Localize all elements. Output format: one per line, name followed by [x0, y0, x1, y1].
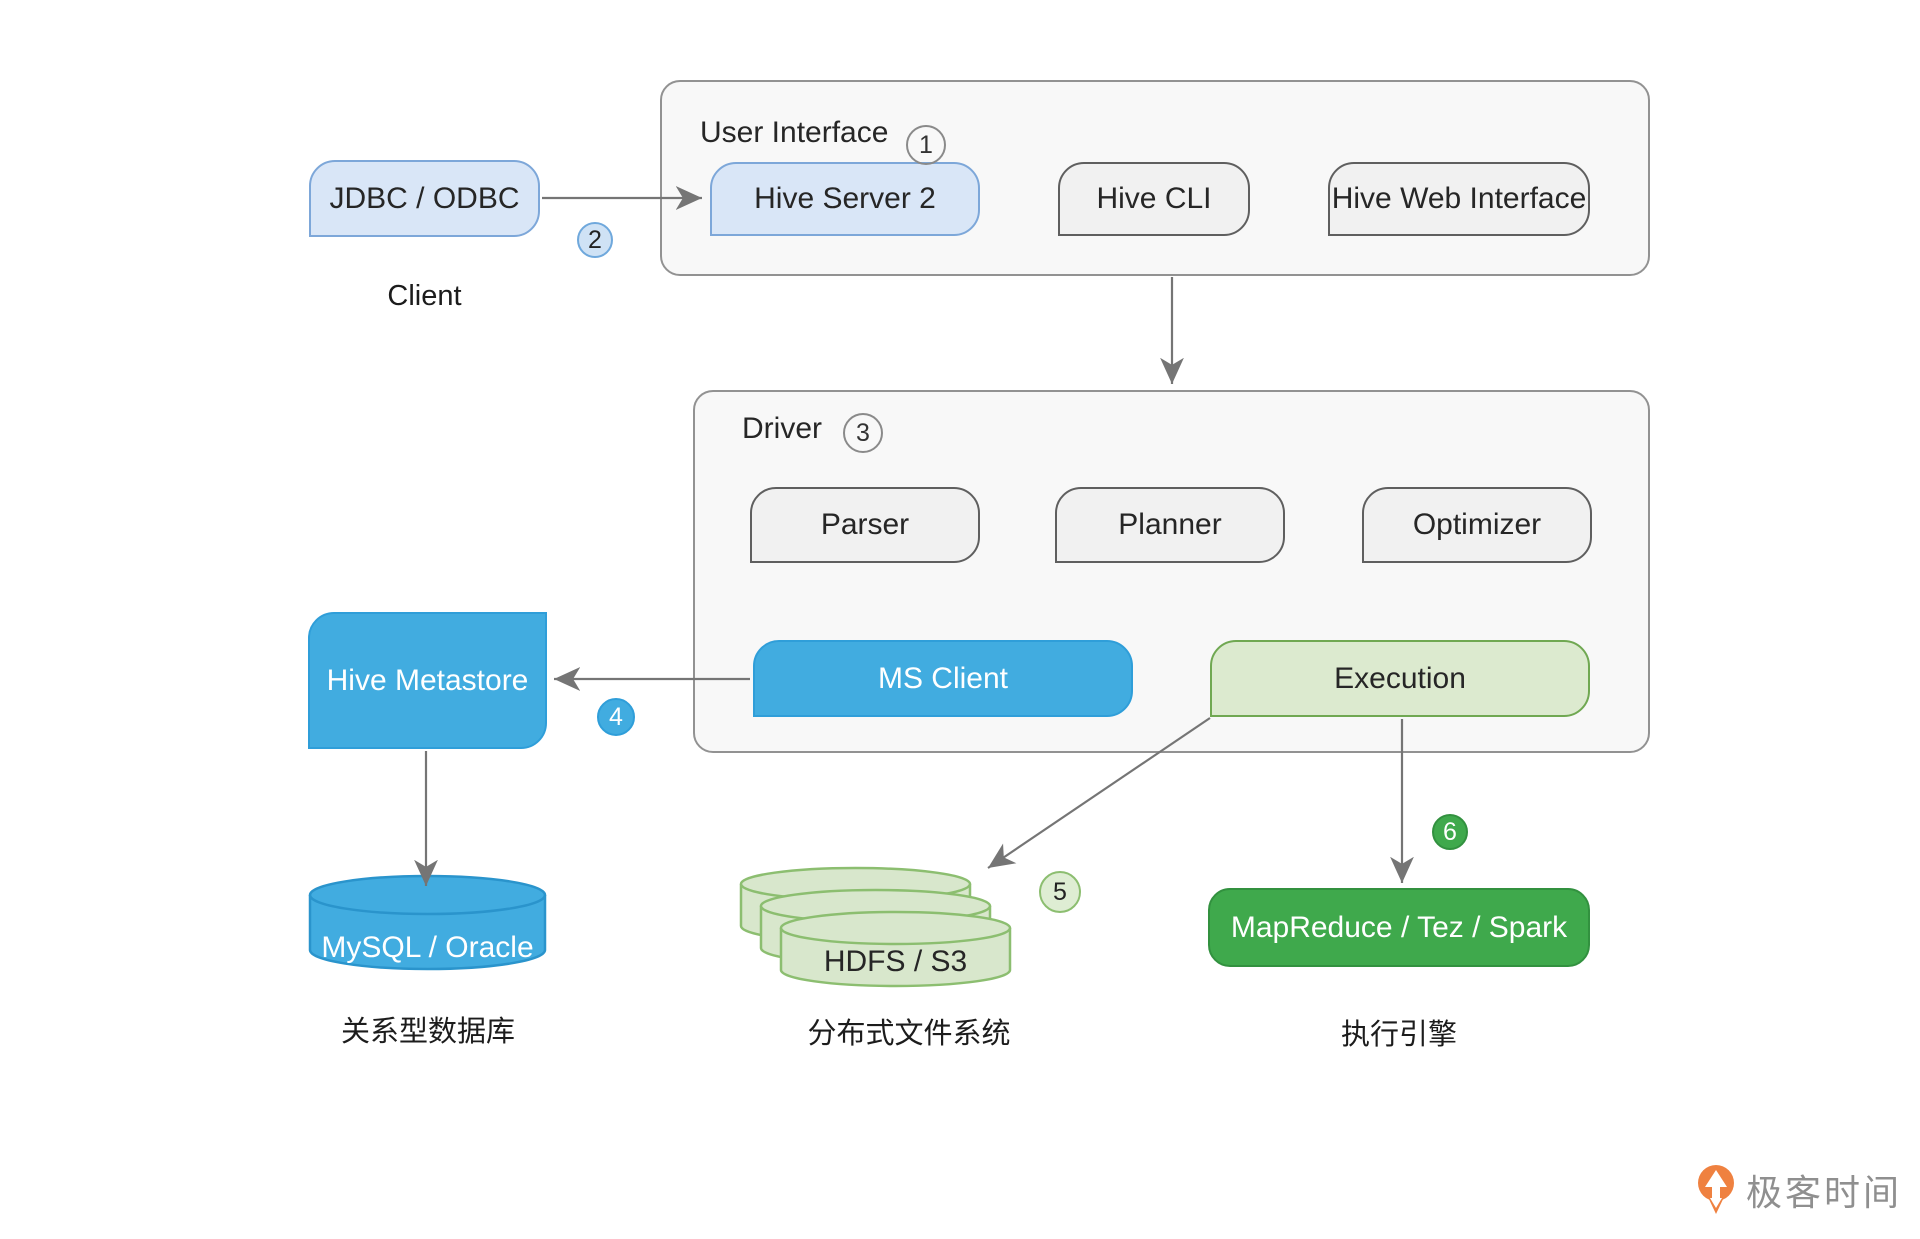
step-circle-3: 3	[843, 413, 883, 453]
step-circle-2: 2	[577, 222, 613, 258]
geektime-logo-icon	[1698, 1165, 1734, 1214]
hdfs-cylinder-front	[779, 910, 1012, 988]
node-ms-client: MS Client	[753, 640, 1133, 717]
node-hive-metastore: Hive Metastore	[308, 612, 547, 749]
caption-relational-db: 关系型数据库	[340, 1016, 515, 1048]
node-hive-server-2: Hive Server 2	[710, 162, 980, 236]
geektime-logo-text: 极客时间	[1746, 1172, 1903, 1213]
driver-label: Driver	[742, 412, 822, 445]
step-circle-5: 5	[1039, 871, 1081, 913]
node-execution: Execution	[1210, 640, 1590, 717]
node-jdbc-odbc: JDBC / ODBC	[309, 160, 540, 237]
step-circle-6: 6	[1432, 814, 1468, 850]
node-hive-web-interface: Hive Web Interface	[1328, 162, 1590, 236]
caption-client: Client	[387, 280, 462, 312]
user-interface-label: User Interface	[700, 116, 889, 149]
caption-execution-engine: 执行引擎	[1340, 1019, 1457, 1051]
node-parser: Parser	[750, 487, 980, 563]
step-circle-1: 1	[906, 125, 946, 165]
node-hive-cli: Hive CLI	[1058, 162, 1250, 236]
geektime-logo: 极客时间	[1696, 1164, 1902, 1216]
caption-distributed-fs: 分布式文件系统	[807, 1018, 1011, 1050]
node-planner: Planner	[1055, 487, 1285, 563]
mysql-oracle-label: MySQL / Oracle	[321, 931, 534, 964]
step-circle-4: 4	[597, 698, 635, 736]
hdfs-s3-label: HDFS / S3	[823, 945, 968, 978]
node-optimizer: Optimizer	[1362, 487, 1592, 563]
node-mapreduce-tez-spark: MapReduce / Tez / Spark	[1208, 888, 1590, 967]
